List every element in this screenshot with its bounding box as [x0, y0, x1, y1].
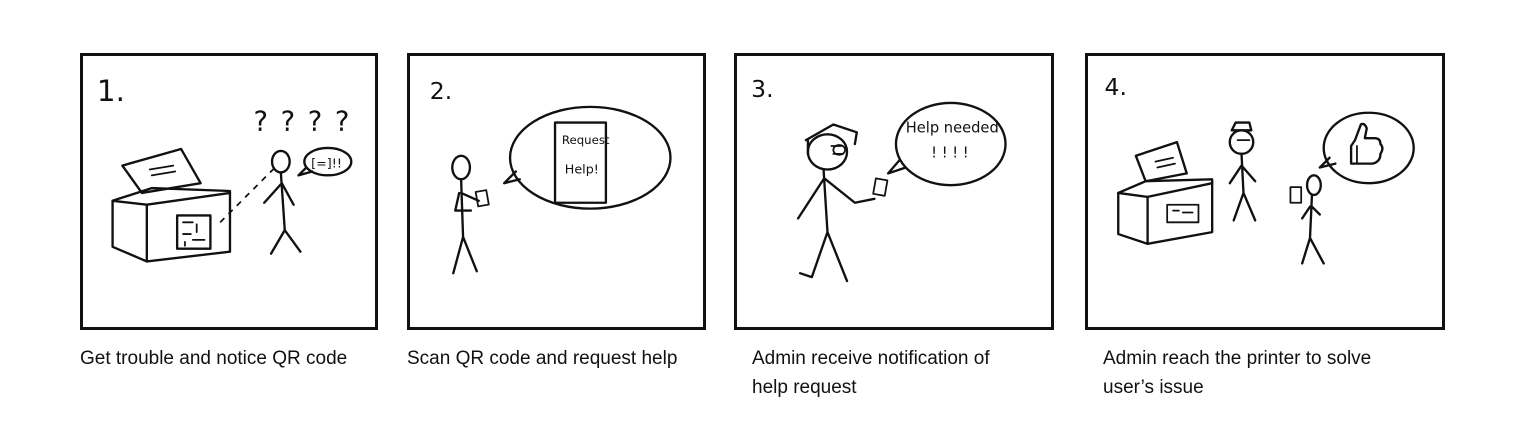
- admin-figure: [796, 123, 889, 283]
- panel-3-sketch: 3. Help needed ! ! ! !: [751, 75, 1007, 283]
- admin-figure: [1228, 121, 1257, 222]
- panel-2-number: 2.: [430, 77, 452, 105]
- panel-3-number: 3.: [751, 75, 773, 103]
- panel-1-caption: Get trouble and notice QR code: [80, 348, 348, 369]
- user-figure: [1289, 174, 1325, 265]
- panel-4-number: 4.: [1105, 73, 1127, 101]
- storyboard-panel-1: 1. ? ? ? ? [=]!!: [80, 53, 378, 330]
- panel-4-caption: Admin reach the printer to solve user’s …: [1103, 344, 1371, 402]
- panel-3-caption-line-2: help request: [752, 377, 857, 398]
- panel-4-sketch: 4.: [1105, 73, 1415, 265]
- printer-icon: [1117, 140, 1214, 246]
- panel-3-caption-line-1: Admin receive notification of: [752, 348, 990, 369]
- speech-bubble: Request Help!: [502, 105, 672, 210]
- exclamation-text: ! ! ! !: [931, 145, 968, 162]
- panel-2-caption: Scan QR code and request help: [407, 348, 678, 369]
- help-text: Help!: [565, 161, 599, 176]
- storyboard-panel-3: 3. Help needed ! ! ! !: [734, 53, 1054, 330]
- thought-bubble: [=]!!: [297, 146, 353, 177]
- user-figure: [263, 149, 302, 255]
- panel-4-caption-line-2: user’s issue: [1103, 377, 1204, 398]
- panel-3-caption: Admin receive notification of help reque…: [752, 344, 990, 402]
- thought-text: [=]!!: [311, 156, 342, 171]
- help-needed-text: Help needed: [906, 119, 999, 136]
- thumbs-up-icon: [1349, 122, 1384, 165]
- request-text: Request: [562, 133, 610, 147]
- printer-icon: [111, 147, 232, 263]
- storyboard-panel-2: 2. Request Help!: [407, 53, 706, 330]
- storyboard-panel-4: 4.: [1085, 53, 1445, 330]
- speech-bubble: Help needed ! ! ! !: [886, 101, 1007, 187]
- question-marks: ? ? ? ?: [253, 106, 351, 137]
- user-figure: [451, 154, 490, 275]
- panel-1-sketch: 1. ? ? ? ? [=]!!: [97, 74, 353, 263]
- panel-2-sketch: 2. Request Help!: [430, 77, 672, 275]
- panel-4-caption-line-1: Admin reach the printer to solve: [1103, 348, 1372, 369]
- speech-bubble: [1318, 111, 1415, 185]
- panel-1-number: 1.: [97, 74, 125, 108]
